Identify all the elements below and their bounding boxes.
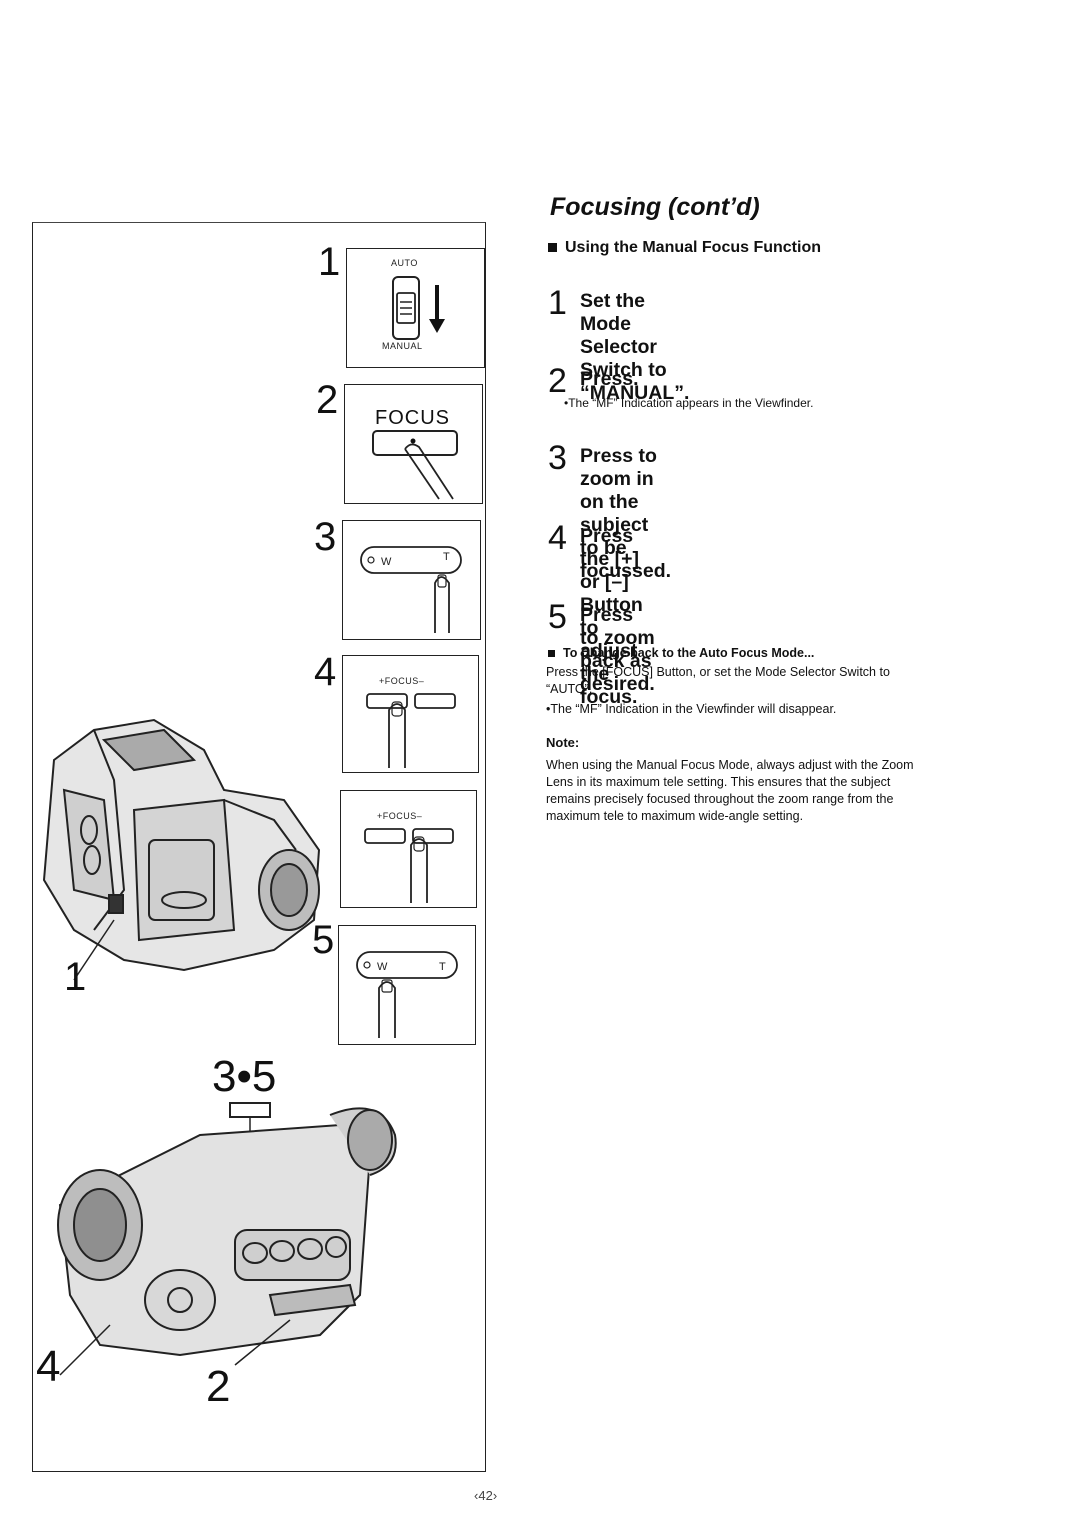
section-title-text: Using the Manual Focus Function xyxy=(565,239,821,256)
change-back-title: To Change back to the Auto Focus Mode... xyxy=(548,646,814,660)
camcorder-side-illustration xyxy=(42,718,321,981)
step-text-line: focussed. xyxy=(580,560,672,582)
svg-text:T: T xyxy=(443,551,450,563)
slide-switch-icon xyxy=(392,276,445,340)
step-number: 3 xyxy=(548,439,567,477)
minus-button-press-icon xyxy=(364,828,454,903)
diagram-step-1-number: 1 xyxy=(318,240,341,284)
camcorder-callout-3-5: 3•5 xyxy=(212,1052,277,1101)
zoom-in-diagram: W T xyxy=(342,520,481,640)
focus-plus-minus-label: +FOCUS– xyxy=(379,676,425,686)
diagram-step-2-number: 2 xyxy=(316,378,339,422)
camcorder-callout-2: 2 xyxy=(206,1362,231,1411)
mode-switch-diagram: AUTO MANUAL xyxy=(346,248,485,368)
focus-minus-diagram: +FOCUS– xyxy=(340,790,477,908)
step-text: Press. xyxy=(580,368,639,390)
step-text: Press to zoom in on the subject to be fo… xyxy=(580,445,671,583)
diagram-step-4-number: 4 xyxy=(314,650,337,694)
step-text-line: Press to zoom in on the subject to be xyxy=(580,445,657,559)
camcorder-callout-1: 1 xyxy=(64,955,87,999)
zoom-lever-wide-icon: W T xyxy=(356,951,458,1038)
auto-label: AUTO xyxy=(391,258,418,268)
step-number: 1 xyxy=(548,284,567,322)
step-text: Set the Mode Selector Switch to “MANUAL”… xyxy=(580,290,689,405)
square-bullet-icon xyxy=(548,243,557,253)
step-number: 4 xyxy=(548,519,567,557)
page-number-value: 42 xyxy=(478,1488,493,1503)
camcorder-top-illustration xyxy=(57,1102,397,1376)
change-back-title-text: To Change back to the Auto Focus Mode... xyxy=(563,646,815,660)
diagram-step-3-number: 3 xyxy=(314,515,337,559)
diagram-step-5-number: 5 xyxy=(312,918,335,962)
step-text-line: Press the [+] or [–] Button to adjust xyxy=(580,525,643,662)
illustration-frame xyxy=(32,222,486,1472)
body-line: Lens in its maximum tele setting. This e… xyxy=(546,775,891,789)
body-line: maximum tele to maximum wide-angle setti… xyxy=(546,809,804,823)
focus-plus-minus-label: +FOCUS– xyxy=(377,811,423,821)
finger-press-icon xyxy=(372,430,458,500)
note-body: When using the Manual Focus Mode, always… xyxy=(546,757,914,825)
camcorder-callout-4: 4 xyxy=(36,1342,61,1391)
svg-text:W: W xyxy=(377,961,388,973)
manual-label: MANUAL xyxy=(382,341,423,351)
body-line: •The “MF” Indication in the Viewfinder w… xyxy=(546,702,837,716)
step-text-line: “MANUAL”. xyxy=(580,382,690,404)
section-title: Using the Manual Focus Function xyxy=(548,239,821,257)
focus-button-diagram: FOCUS xyxy=(344,384,483,504)
step-text: Press to zoom back as desired. xyxy=(580,604,655,695)
body-line: When using the Manual Focus Mode, always… xyxy=(546,758,914,772)
focus-label: FOCUS xyxy=(375,407,450,429)
plus-button-press-icon xyxy=(366,693,456,768)
svg-text:T: T xyxy=(439,961,446,973)
svg-text:W: W xyxy=(381,556,392,568)
step-text: Press the [+] or [–] Button to adjust th… xyxy=(580,525,643,709)
page-heading: Focusing (cont’d) xyxy=(550,193,760,221)
square-bullet-icon xyxy=(548,650,555,658)
step-text-line: Set the Mode Selector Switch to xyxy=(580,290,667,381)
body-line: Press the [FOCUS] Button, or set the Mod… xyxy=(546,665,890,679)
step-number: 5 xyxy=(548,598,567,636)
zoom-out-diagram: W T xyxy=(338,925,476,1045)
zoom-lever-tele-icon: W T xyxy=(360,546,462,633)
body-line: “AUTO”. xyxy=(546,682,593,696)
change-back-body: Press the [FOCUS] Button, or set the Mod… xyxy=(546,664,890,718)
step-number: 2 xyxy=(548,362,567,400)
note-label: Note: xyxy=(546,735,580,750)
focus-plus-diagram: +FOCUS– xyxy=(342,655,479,773)
step-2-note: •The “MF” Indication appears in the View… xyxy=(564,396,814,410)
page-number: ‹42› xyxy=(474,1488,498,1503)
body-line: remains precisely focused throughout the… xyxy=(546,792,894,806)
step-text-line: the focus. xyxy=(580,663,638,708)
